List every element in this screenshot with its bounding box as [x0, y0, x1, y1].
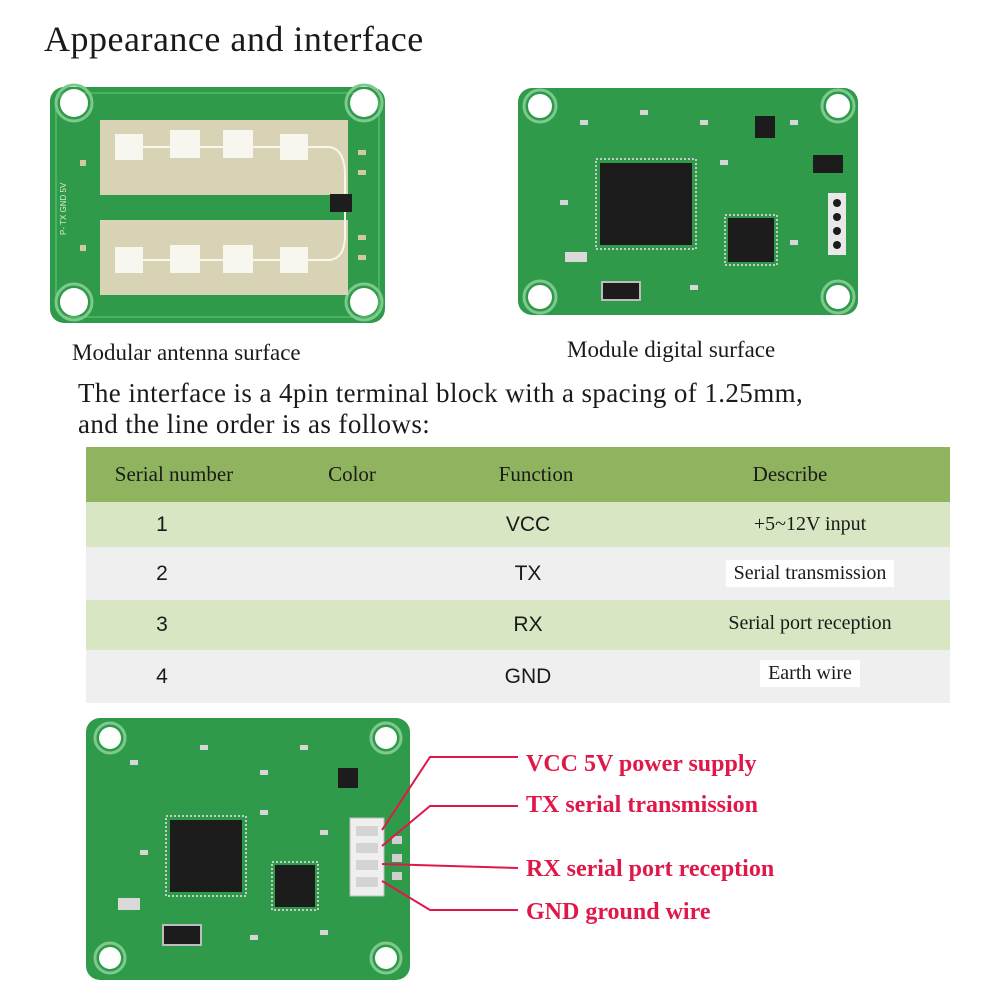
- interface-description: The interface is a 4pin terminal block w…: [78, 378, 803, 440]
- serial-cell: 3: [156, 613, 168, 636]
- antenna-board-image: P- TX GND 5V: [50, 83, 385, 323]
- serial-cell: 4: [156, 664, 168, 688]
- describe-text: +5~12V input: [753, 513, 867, 535]
- table-row: 1 VCC +5~12V input: [86, 502, 950, 547]
- description-line-1: The interface is a 4pin terminal block w…: [78, 378, 804, 408]
- function-cell: GND: [504, 664, 552, 688]
- digital-surface-caption: Module digital surface: [567, 337, 776, 362]
- page-title: Appearance and interface: [44, 19, 424, 59]
- pinout-table: Serial number Color Function Describe 1 …: [86, 447, 950, 703]
- describe-cell: Earth wire: [646, 650, 974, 703]
- serial-cell: 1: [156, 512, 168, 536]
- function-cell: VCC: [505, 512, 551, 536]
- color-cell: [262, 502, 442, 547]
- header-color: Color: [328, 462, 376, 486]
- description-line-2: and the line order is as follows:: [78, 409, 431, 439]
- color-cell: [262, 547, 442, 600]
- header-describe: Describe: [752, 462, 828, 486]
- header-serial-number: Serial number: [114, 462, 234, 486]
- table-row: 3 RX Serial port reception: [86, 600, 950, 650]
- describe-cell: Serial port reception: [634, 600, 986, 650]
- describe-text: Serial transmission: [725, 560, 895, 587]
- describe-text: Serial port reception: [728, 612, 892, 634]
- color-cell: [262, 650, 442, 703]
- table-row: 4 GND Earth wire: [86, 650, 950, 703]
- pin-callout-lines: [381, 756, 519, 911]
- digital-board-image: [518, 88, 858, 315]
- describe-text: Earth wire: [760, 660, 860, 687]
- tx-pin-label: TX serial transmission: [526, 792, 759, 818]
- antenna-silkscreen: P- TX GND 5V: [59, 182, 68, 235]
- describe-cell: Serial transmission: [636, 547, 984, 600]
- table-header-row: Serial number Color Function Describe: [86, 447, 950, 502]
- header-function: Function: [498, 462, 574, 486]
- pinout-board-image: [86, 718, 410, 980]
- rx-pin-label: RX serial port reception: [526, 856, 775, 882]
- table-row: 2 TX Serial transmission: [86, 547, 950, 600]
- vcc-pin-label: VCC 5V power supply: [526, 751, 757, 777]
- function-cell: RX: [513, 613, 543, 636]
- describe-cell: +5~12V input: [646, 502, 974, 547]
- color-cell: [262, 600, 442, 650]
- antenna-surface-caption: Modular antenna surface: [72, 340, 301, 365]
- serial-cell: 2: [156, 561, 168, 585]
- gnd-pin-label: GND ground wire: [526, 899, 711, 925]
- function-cell: TX: [514, 561, 542, 585]
